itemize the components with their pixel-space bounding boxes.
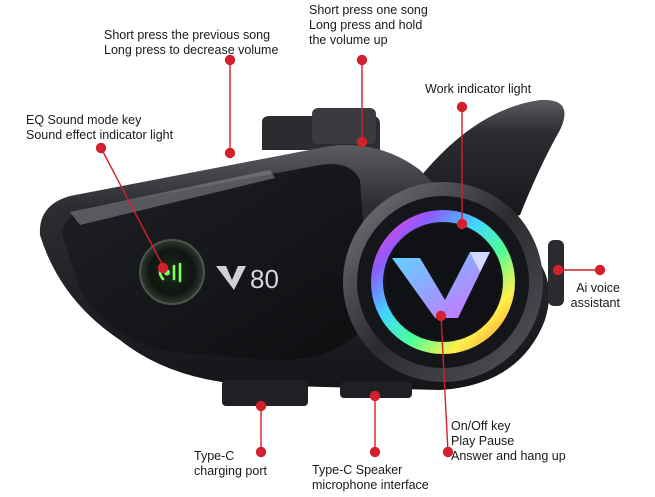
callout-dot-speaker	[369, 390, 381, 402]
callout-lines	[95, 54, 606, 458]
label-next-song: Short press one song Long press and hold…	[309, 3, 428, 47]
model-logo-icon	[216, 266, 246, 290]
callout-dot-eq	[95, 142, 107, 154]
volume-up-button	[312, 108, 376, 144]
eq-key	[139, 239, 205, 305]
device-front-panel	[62, 164, 370, 361]
label-ai-voice: Ai voice assistant	[570, 281, 620, 310]
body-highlight	[70, 170, 275, 225]
label-work-light: Work indicator light	[425, 82, 532, 96]
y-logo-accent	[470, 252, 490, 272]
callout-dot-prev-song	[224, 54, 236, 66]
ring-inner	[385, 224, 501, 340]
label-prev-song: Short press the previous song Long press…	[104, 28, 279, 57]
speaker-port-housing	[340, 382, 412, 398]
callout-dot-charging	[255, 400, 267, 412]
label-eq-key: EQ Sound mode key Sound effect indicator…	[26, 113, 174, 142]
eq-key-icon	[158, 262, 182, 283]
callout-dot-ai	[552, 264, 564, 276]
y-logo-icon	[392, 252, 490, 318]
label-charging: Type-C charging port	[194, 449, 267, 478]
callout-dot-next-song	[356, 54, 368, 66]
label-onoff-key: On/Off key Play Pause Answer and hang up	[451, 419, 566, 463]
callout-dot-work-light	[456, 101, 468, 113]
label-speaker: Type-C Speaker microphone interface	[312, 463, 429, 492]
model-text: 80	[250, 264, 279, 294]
charging-port-housing	[222, 380, 308, 406]
callout-dot-onoff	[435, 310, 447, 322]
